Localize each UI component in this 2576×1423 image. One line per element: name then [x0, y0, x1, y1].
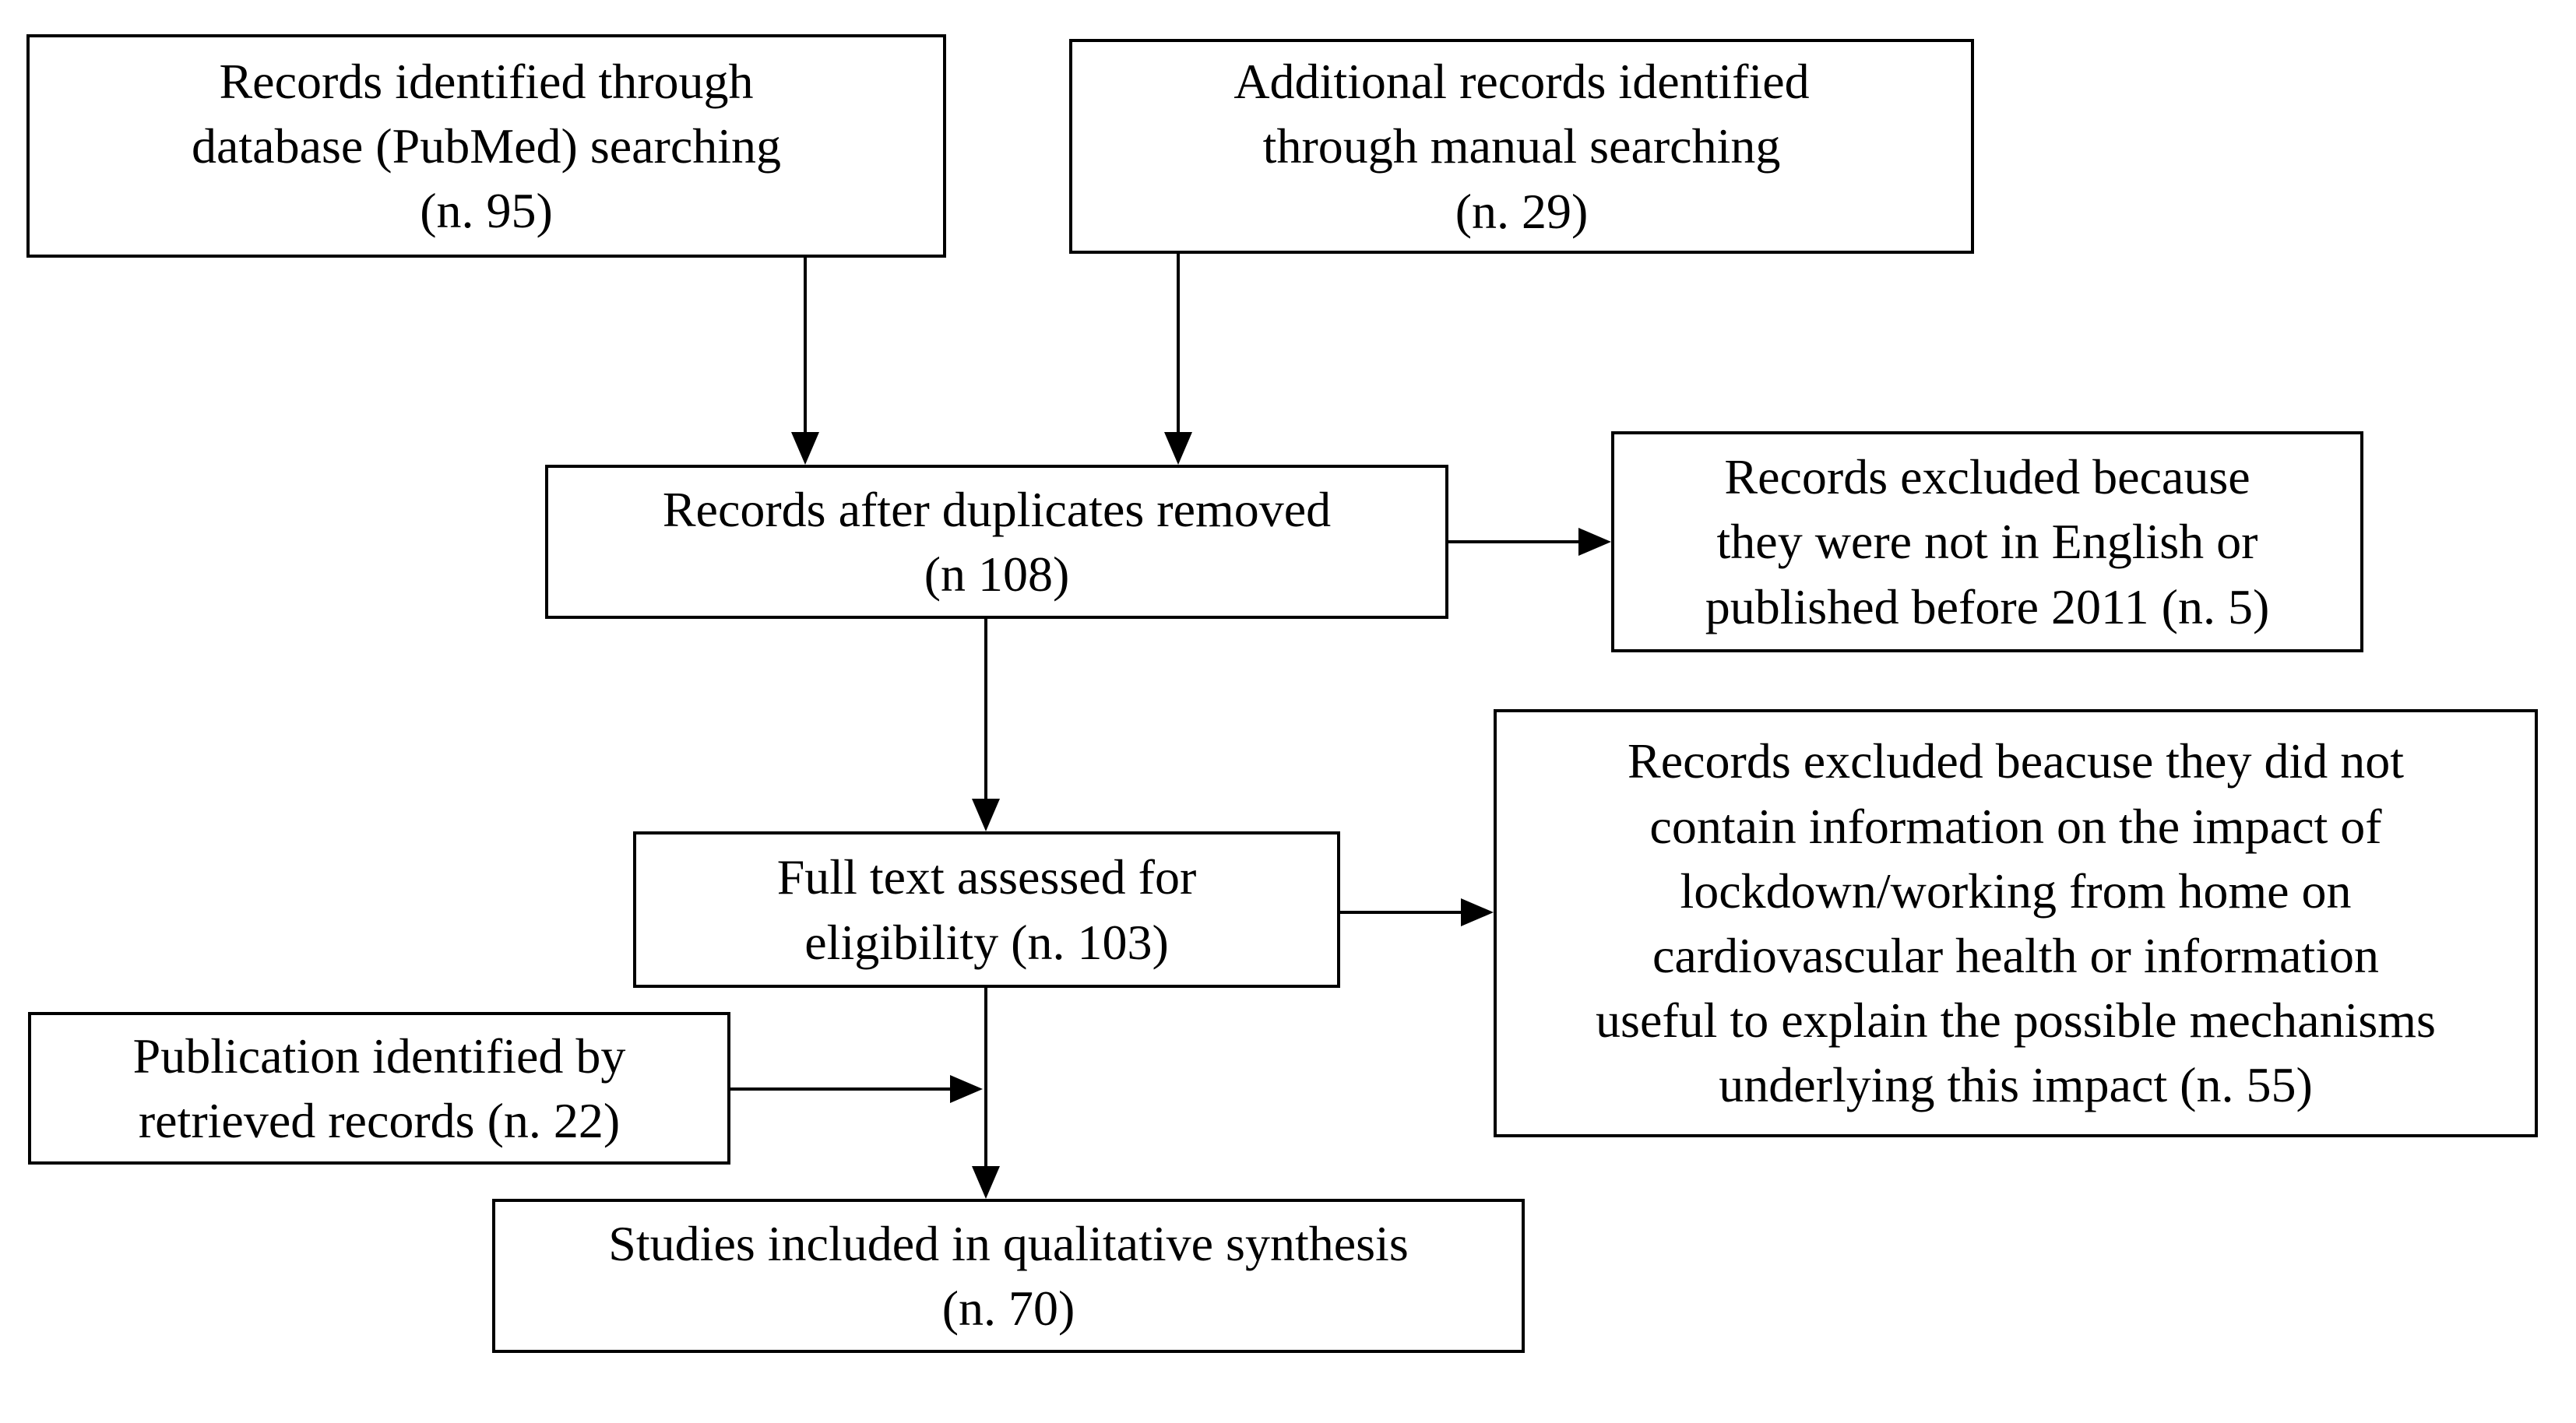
box-publication-retrieved-records-text: Publication identified by retrieved reco… — [132, 1028, 626, 1148]
box-records-excluded-language-year-text: Records excluded because they were not i… — [1705, 449, 2270, 634]
box-additional-records-manual-text: Additional records identified through ma… — [1233, 54, 1810, 239]
box-full-text-assessed: Full text assessed for eligibility (n. 1… — [633, 831, 1340, 988]
arrow-fulltext-to-excluded-line — [1340, 911, 1461, 914]
arrow-duplicates-to-fulltext-arrowhead-icon — [972, 799, 1000, 831]
box-additional-records-manual: Additional records identified through ma… — [1069, 39, 1974, 254]
arrow-fulltext-to-included-arrowhead-icon — [972, 1166, 1000, 1199]
arrow-manual-to-duplicates-line — [1177, 254, 1180, 432]
arrow-duplicates-to-fulltext-line — [984, 619, 987, 799]
box-full-text-assessed-text: Full text assessed for eligibility (n. 1… — [776, 849, 1197, 970]
box-publication-retrieved-records: Publication identified by retrieved reco… — [28, 1012, 730, 1165]
box-studies-included-qualitative: Studies included in qualitative synthesi… — [492, 1199, 1525, 1353]
arrow-database-to-duplicates-line — [804, 258, 807, 432]
arrow-fulltext-to-included-line — [984, 988, 987, 1166]
box-records-identified-database: Records identified through database (Pub… — [26, 34, 946, 258]
box-records-after-duplicates-text: Records after duplicates removed (n 108) — [662, 481, 1332, 602]
arrow-retrieved-to-included-arrowhead-icon — [950, 1075, 983, 1103]
box-records-identified-database-text: Records identified through database (Pub… — [191, 53, 782, 239]
arrow-duplicates-to-excluded-line — [1448, 540, 1578, 543]
box-records-excluded-no-information-text: Records excluded beacuse they did not co… — [1596, 733, 2436, 1113]
arrow-duplicates-to-excluded-arrowhead-icon — [1578, 528, 1611, 556]
arrow-fulltext-to-excluded-arrowhead-icon — [1461, 898, 1494, 926]
box-studies-included-qualitative-text: Studies included in qualitative synthesi… — [608, 1215, 1409, 1336]
arrow-manual-to-duplicates-arrowhead-icon — [1164, 432, 1192, 465]
box-records-after-duplicates: Records after duplicates removed (n 108) — [545, 465, 1448, 619]
arrow-retrieved-to-included-line — [730, 1087, 950, 1091]
box-records-excluded-no-information: Records excluded beacuse they did not co… — [1494, 709, 2538, 1137]
arrow-database-to-duplicates-arrowhead-icon — [791, 432, 819, 465]
box-records-excluded-language-year: Records excluded because they were not i… — [1611, 431, 2363, 652]
